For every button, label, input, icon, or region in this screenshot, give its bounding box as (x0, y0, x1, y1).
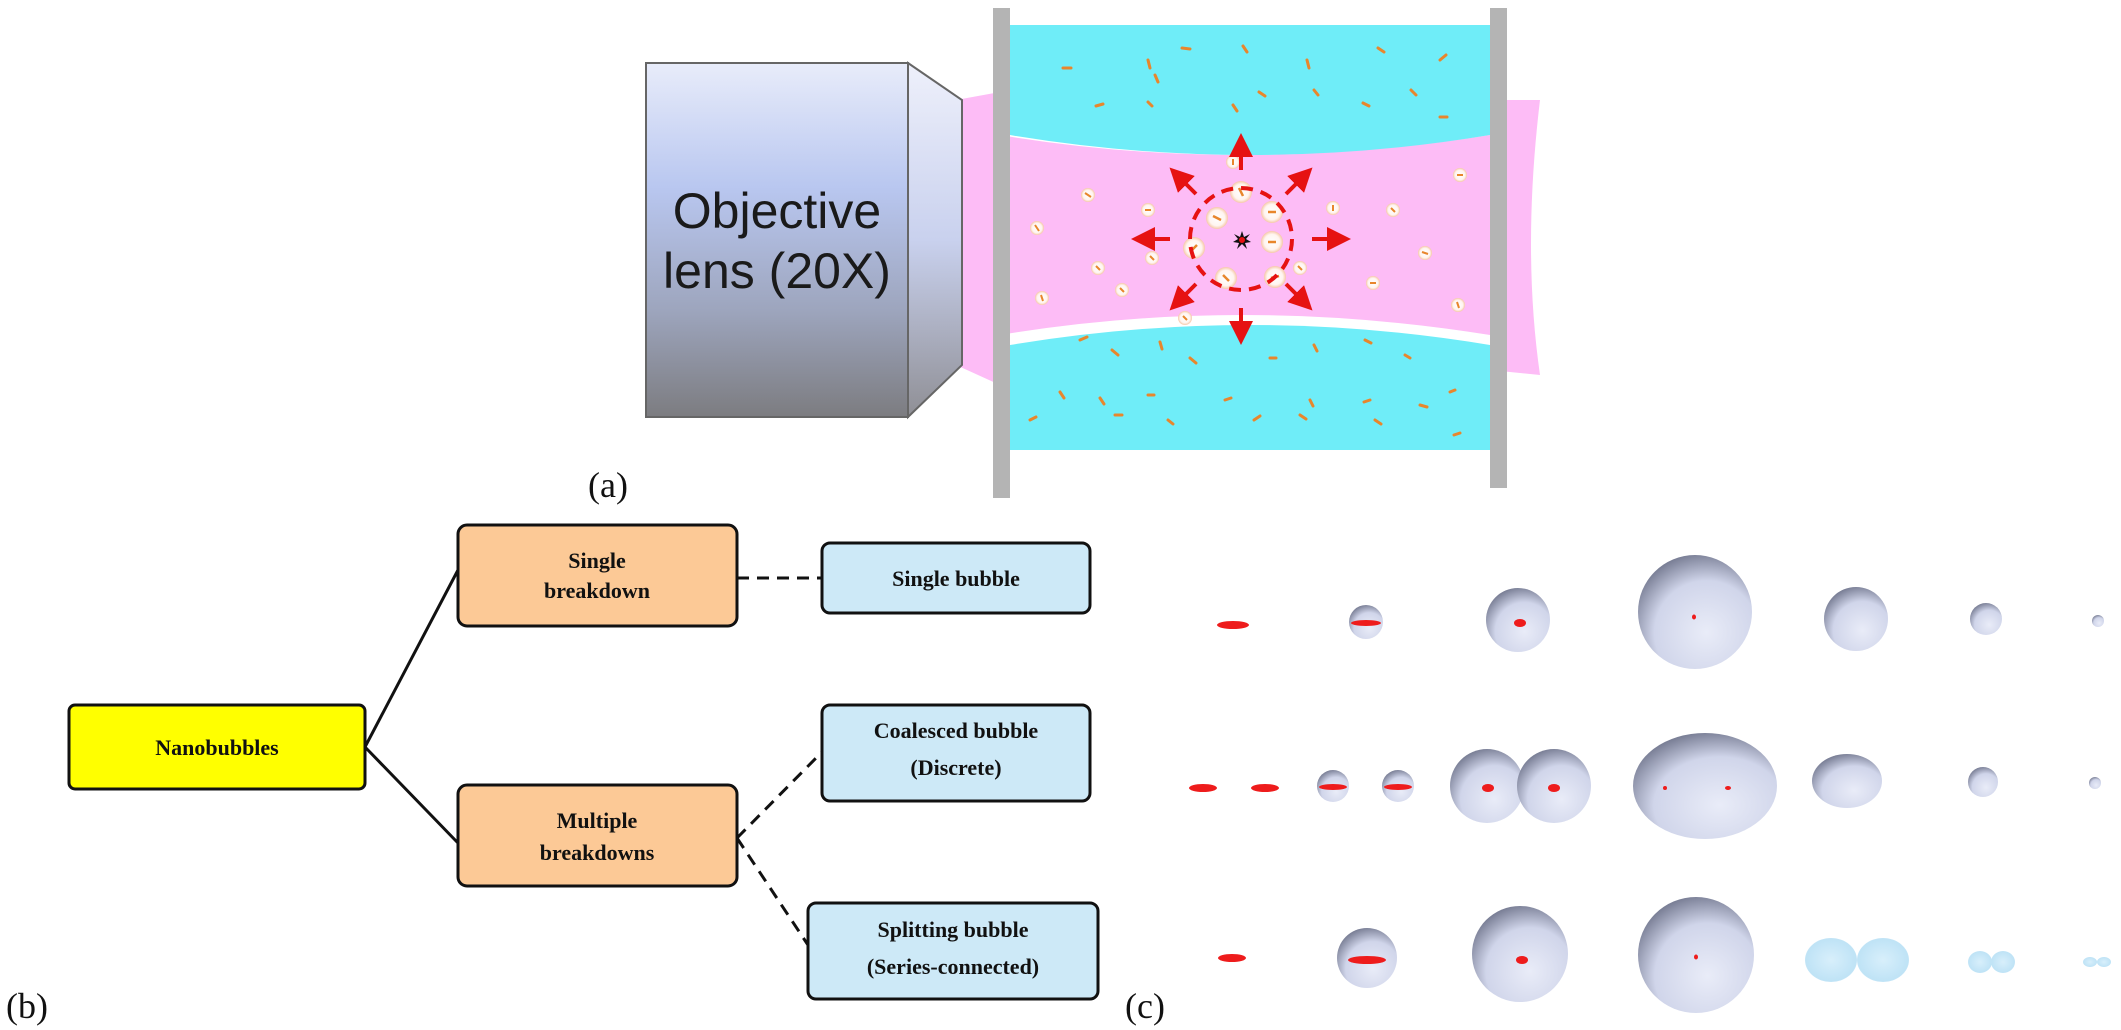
single-breakdown-label-2: breakdown (544, 578, 650, 603)
bubble (1472, 906, 1568, 1002)
bubble (1633, 733, 1777, 839)
bubble (1968, 767, 1998, 797)
liquid-bottom (1010, 325, 1490, 450)
nanobubbles-box (67, 703, 367, 791)
plasma-spot (1384, 784, 1412, 790)
shockwave-arrows (1131, 133, 1351, 345)
bubble (1824, 587, 1888, 651)
plasma-spot (1663, 786, 1667, 790)
plasma-spot (1319, 784, 1347, 790)
bubble (1638, 555, 1752, 669)
plasma-spot (1516, 956, 1528, 964)
objective-lens-label-1: Objective (673, 183, 881, 239)
cell-wall-right (1490, 8, 1507, 488)
plasma-spot (1351, 620, 1381, 626)
multiple-breakdowns-label-1: Multiple (557, 808, 638, 833)
split-bubble (1968, 951, 1992, 973)
nanobubbles-label: Nanobubbles (155, 735, 279, 760)
plasma-spot (1348, 956, 1386, 964)
objective-lens-body (645, 62, 909, 418)
bubble (2092, 615, 2104, 627)
objective-lens-label-2: lens (20X) (663, 243, 891, 299)
splitting-bubble-label-2: (Series-connected) (867, 954, 1039, 979)
bubble (2089, 777, 2101, 789)
split-bubble (1805, 938, 1857, 982)
row-coalesced-bubble (1189, 733, 2101, 839)
multiple-breakdowns-box (456, 783, 739, 888)
beam-particles (1030, 155, 1467, 325)
plasma-spot (1189, 784, 1217, 792)
single-breakdown-label-1: Single (568, 548, 626, 573)
plasma-spot (1251, 784, 1279, 792)
plasma-spot (1692, 614, 1696, 620)
splitting-bubble-label-1: Splitting bubble (877, 917, 1028, 942)
split-bubble (1991, 951, 2015, 973)
panel-c: (c) (1125, 555, 2111, 1026)
plasma-spark-icon (1233, 231, 1251, 249)
cell-wall-left (993, 8, 1010, 498)
plasma-spot (1694, 954, 1698, 960)
bubble (1970, 603, 2002, 635)
coalesced-bubble-box (820, 703, 1092, 803)
panel-a-label: (a) (588, 465, 628, 505)
split-bubble (2097, 957, 2111, 967)
liquid-top (1010, 25, 1490, 155)
plasma-spot (1482, 784, 1494, 792)
row-single-bubble (1217, 555, 2104, 669)
split-bubble (2083, 957, 2097, 967)
plasma-spot (1514, 619, 1526, 627)
plasma-spot (1548, 784, 1560, 792)
panel-b: Nanobubbles Single breakdown Multiple br… (6, 523, 1100, 1026)
panel-a: Objective lens (20X) (588, 8, 1540, 505)
split-bubble (1857, 938, 1909, 982)
single-bubble-label: Single bubble (892, 566, 1020, 591)
bubble (1812, 754, 1882, 808)
multiple-breakdowns-label-2: breakdowns (540, 840, 655, 865)
liquid-particles (1028, 44, 1462, 437)
splitting-bubble-box (806, 901, 1100, 1001)
plasma-spot (1217, 621, 1249, 629)
shockwave-ring (1188, 186, 1294, 292)
tree-connectors (363, 569, 824, 946)
panel-c-label: (c) (1125, 986, 1165, 1026)
objective-lens-cone (907, 61, 963, 420)
row-splitting-bubble (1218, 897, 2111, 1013)
coalesced-bubble-label-2: (Discrete) (910, 755, 1001, 780)
plasma-spot (1725, 786, 1731, 790)
single-bubble-box (820, 541, 1092, 615)
single-breakdown-box (456, 523, 739, 628)
plasma-spot (1218, 954, 1246, 962)
coalesced-bubble-label-1: Coalesced bubble (874, 718, 1039, 743)
panel-b-label: (b) (6, 986, 48, 1026)
